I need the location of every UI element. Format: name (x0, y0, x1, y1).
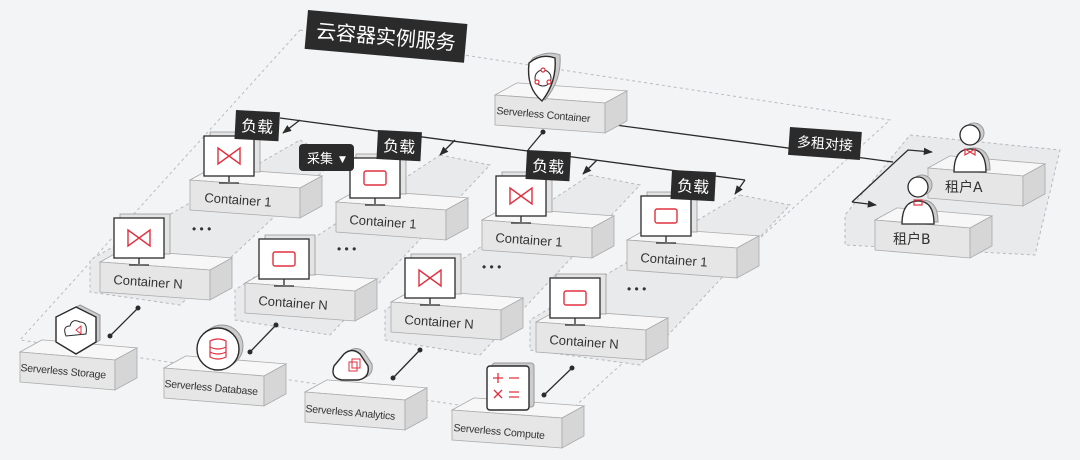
arrow-load-2 (439, 139, 456, 156)
rectangle-icon (563, 290, 587, 306)
calculator-icon (486, 362, 535, 411)
ellipsis: • • • (482, 260, 502, 274)
multi-tenant-tag: 多租对接 (788, 127, 862, 160)
compute-link (543, 367, 573, 396)
storage-link (109, 307, 139, 337)
tenant-a-avatar (953, 122, 991, 173)
tenant-label-a: 租户A (945, 180, 983, 196)
load-tag-1: 负载 (234, 110, 280, 142)
arrow-load-1 (282, 119, 301, 134)
container-platform (334, 189, 470, 241)
bowtie-icon (509, 186, 533, 206)
tenant-label-b: 租户B (893, 232, 931, 248)
database-icon (196, 324, 244, 371)
ellipsis: • • • (192, 222, 212, 236)
monitor-icon (258, 234, 316, 287)
tenant-branch (851, 147, 933, 203)
cloud-hexagon-icon (55, 304, 101, 355)
analytics-link (392, 349, 421, 379)
monitor-icon (349, 153, 407, 206)
tenant-branch-b (851, 200, 877, 208)
tenant-b-avatar (901, 174, 939, 225)
arrow-load-3 (582, 159, 598, 175)
container-platform (389, 289, 525, 341)
monitor-icon (404, 253, 462, 306)
user-collar-icon (913, 199, 923, 206)
collect-dropdown[interactable]: 采集 ▼ (299, 144, 354, 171)
monitor-icon (549, 273, 607, 326)
rectangle-icon (272, 251, 296, 267)
rectangle-icon (654, 208, 678, 224)
arrow-load-4 (734, 179, 746, 195)
database-link (249, 324, 277, 353)
load-tag-2: 负载 (376, 130, 422, 162)
core-to-bus (527, 131, 544, 151)
shield-network-icon (527, 52, 561, 102)
analytics-platform (303, 379, 429, 431)
load-tag-3: 负载 (525, 150, 571, 182)
rectangle-icon (363, 170, 387, 186)
monitor-icon (113, 213, 171, 266)
monitor-icon (495, 171, 553, 224)
main-bus (279, 117, 746, 181)
collect-dropdown-label: 采集 (307, 152, 334, 167)
bowtie-icon (217, 146, 241, 166)
service-zone (19, 29, 892, 421)
bowtie-icon (418, 268, 442, 288)
analytics-cubes-icon (332, 348, 373, 381)
ellipsis: • • • (627, 282, 647, 296)
load-tag-4: 负载 (670, 170, 716, 202)
ellipsis: • • • (337, 242, 357, 256)
caret-down-icon: ▼ (339, 154, 346, 165)
bowtie-icon (127, 228, 151, 248)
user-bowtie-icon (964, 147, 976, 157)
core-service-platform (493, 82, 629, 134)
